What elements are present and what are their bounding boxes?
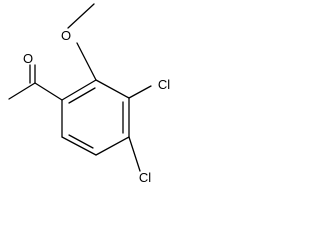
chlorine-bond-lower — [128, 136, 141, 172]
acetyl-bond-ring-carbonyl — [34, 82, 63, 101]
chlorine-upper-label: Cl — [158, 77, 170, 92]
ring-bond-c1-c2 — [61, 79, 97, 101]
chlorine-bond-upper — [128, 85, 152, 99]
molecule-drawing: O O Cl Cl — [8, 3, 170, 185]
ring-bond-c5-c6 — [61, 136, 97, 156]
methoxy-oxygen-label: O — [61, 28, 71, 43]
structure-diagram: O O Cl Cl — [0, 0, 198, 185]
methoxy-bond-ring-oxygen — [76, 42, 97, 81]
carbonyl-oxygen-label: O — [23, 51, 33, 66]
methoxy-bond-oxygen-methyl — [67, 3, 95, 29]
ring-bond-c2-c3 — [95, 79, 130, 99]
ring-inner-bond-c — [68, 134, 94, 149]
methyl-bond — [8, 82, 36, 100]
ring-bond-c4-c5 — [95, 136, 130, 156]
chlorine-lower-label: Cl — [139, 170, 151, 185]
ring-inner-bond-a — [68, 87, 96, 104]
